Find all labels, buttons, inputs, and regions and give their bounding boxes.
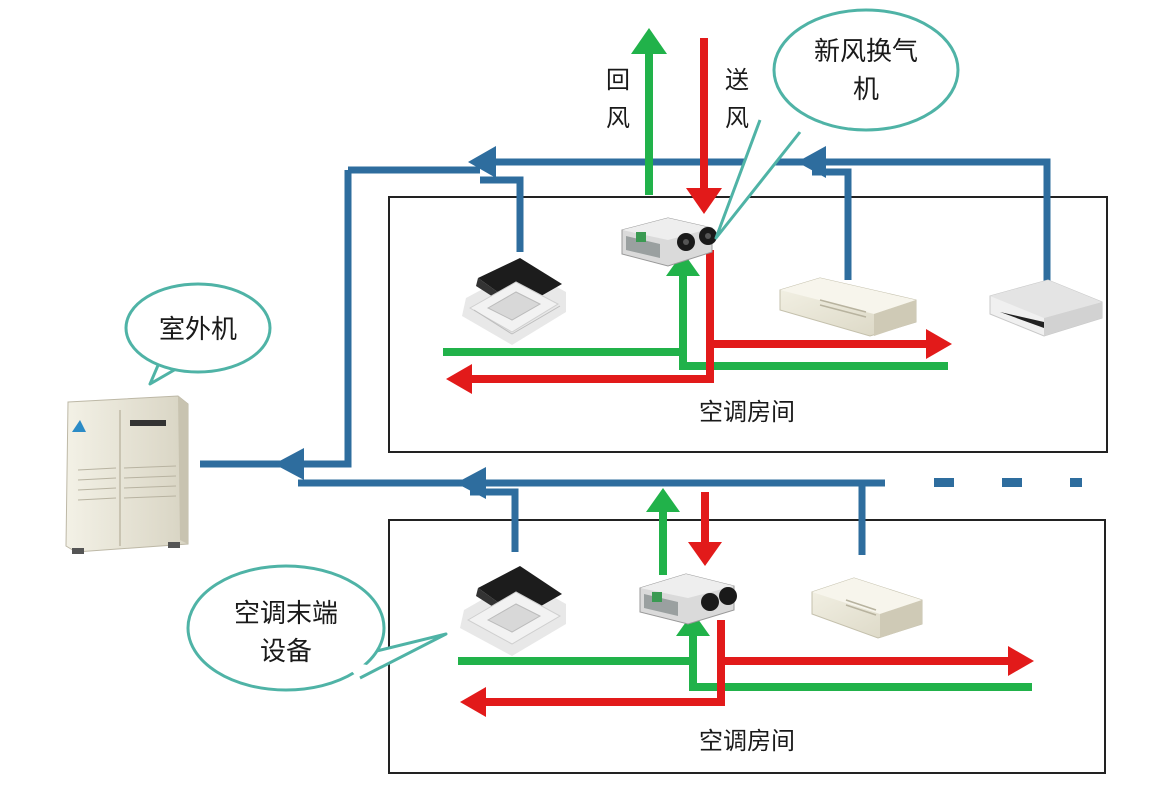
cassette-unit-bottom-icon [460, 566, 566, 656]
top-supply-arrow-right [926, 329, 952, 359]
callout-terminal: 空调末端 设备 [186, 564, 448, 692]
callout-outdoor-unit-text: 室外机 [159, 315, 237, 345]
top-return-air-outlet [631, 28, 667, 195]
continuation-dashes [934, 478, 1082, 487]
label-supply-air-2: 风 [725, 104, 749, 132]
top-return-air-duct [443, 274, 948, 370]
label-room-top: 空调房间 [699, 398, 795, 426]
bottom-supply-air-duct [485, 620, 1012, 706]
callout-fresh-air: 新风换气 机 [714, 8, 960, 240]
callout-outdoor-unit: 室外机 [124, 282, 272, 386]
callout-terminal-line2: 设备 [260, 637, 312, 667]
bottom-supply-air-inlet [688, 492, 722, 566]
ceiling-unit-icon [779, 277, 917, 337]
outdoor-unit-icon [65, 395, 189, 554]
refrigerant-pipes [200, 158, 1051, 555]
bottom-return-air-duct [458, 634, 1032, 691]
cassette-unit-icon [462, 258, 566, 345]
ceiling-unit-right-icon [989, 279, 1103, 337]
label-room-bottom: 空调房间 [699, 727, 795, 755]
callout-fresh-air-line1: 新风换气 [814, 37, 918, 67]
fresh-air-exchanger-bottom-icon [639, 573, 737, 625]
bottom-supply-arrow-left [460, 687, 486, 717]
top-return-arrow [666, 252, 700, 276]
top-supply-arrow-left [446, 364, 472, 394]
bottom-return-air-outlet [646, 488, 680, 575]
label-supply-air-1: 送 [725, 66, 749, 94]
callout-terminal-line1: 空调末端 [234, 599, 338, 629]
label-return-air-2: 风 [606, 104, 630, 132]
bottom-supply-arrow-right [1008, 646, 1034, 676]
top-supply-air-inlet [686, 38, 722, 214]
bottom-return-arrow [676, 612, 710, 636]
callout-fresh-air-line2: 机 [853, 75, 879, 105]
fresh-air-exchanger-icon [621, 217, 717, 267]
refrigerant-arrows [274, 146, 826, 499]
ceiling-unit-bottom-icon [811, 577, 923, 639]
top-supply-air-duct [470, 250, 930, 383]
label-return-air-1: 回 [606, 66, 630, 94]
